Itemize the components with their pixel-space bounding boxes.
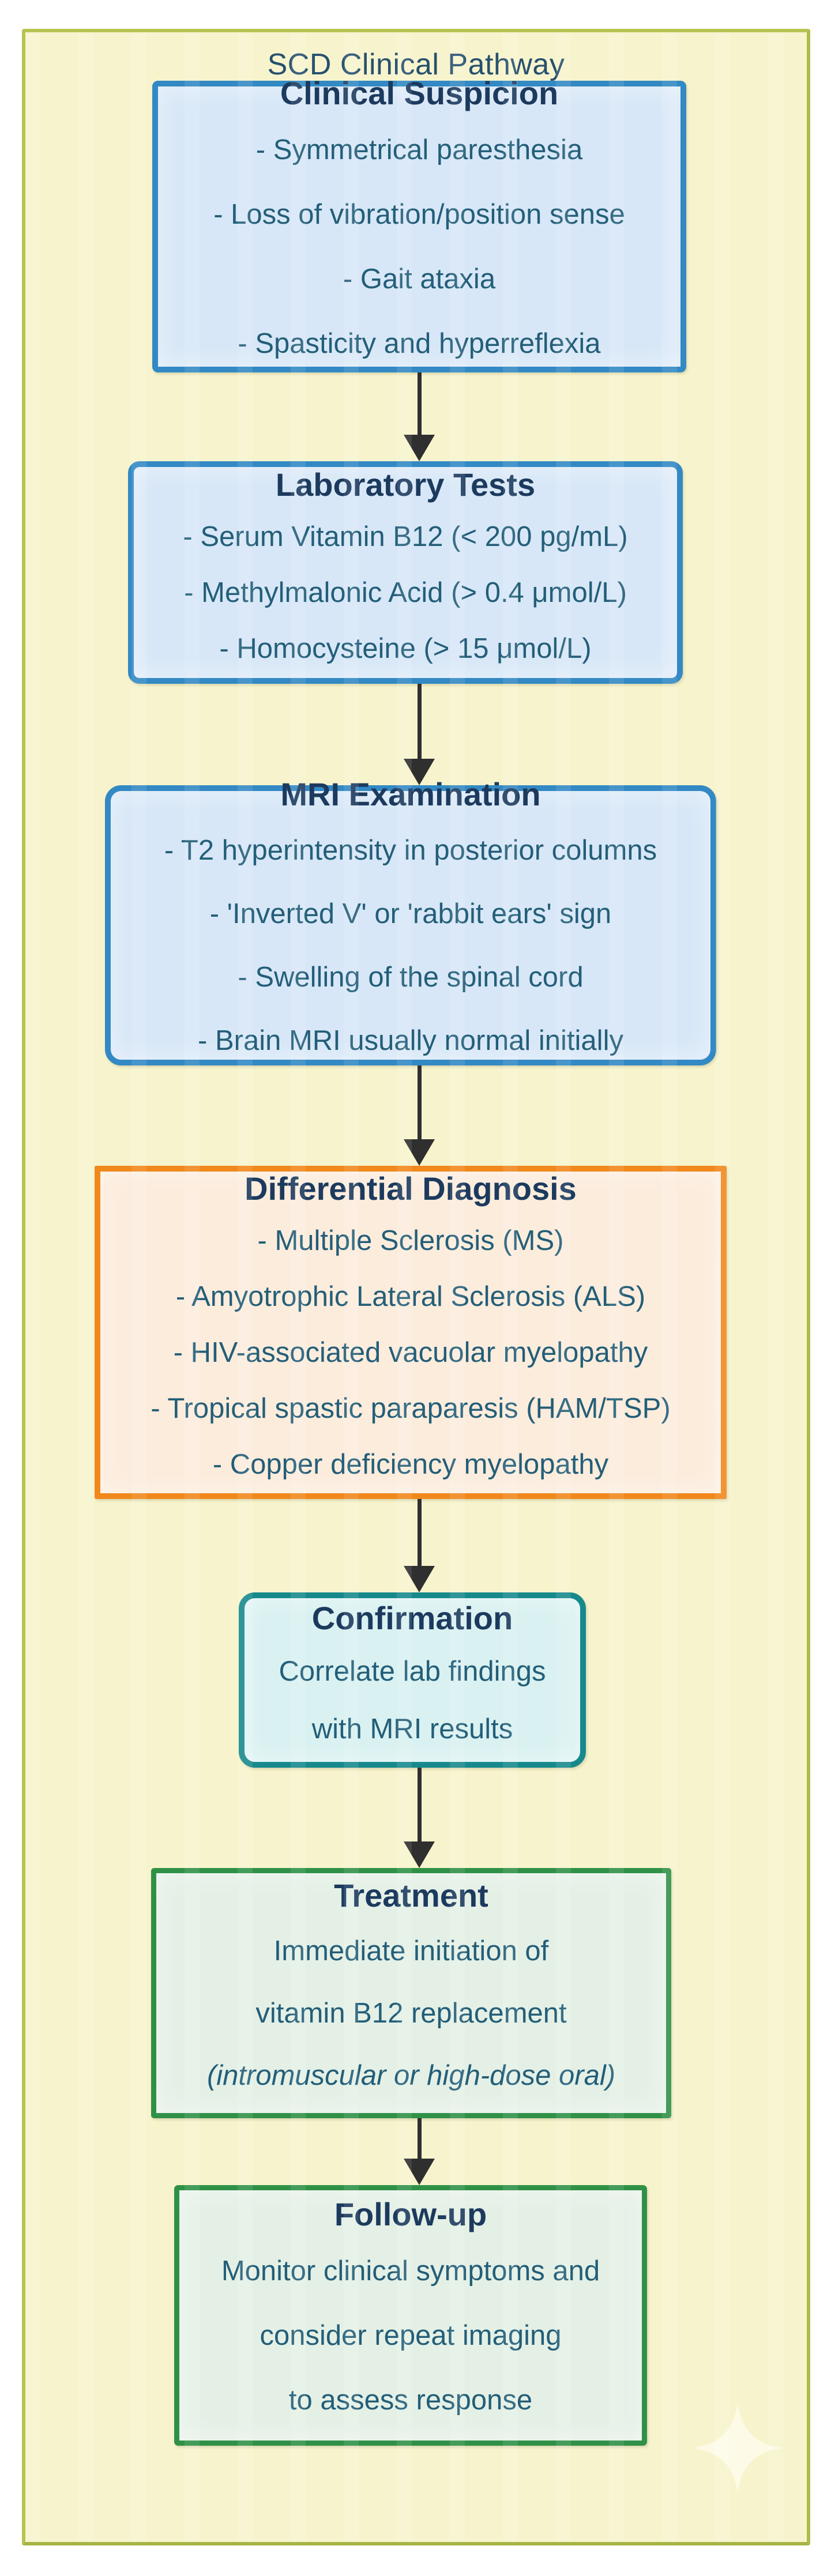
arrow-down-icon	[404, 435, 435, 461]
flow-arrow	[403, 2118, 435, 2185]
box-line: - Methylmalonic Acid (> 0.4 μmol/L)	[184, 577, 627, 608]
flow-arrow	[403, 684, 435, 785]
box-heading: Clinical Suspicion	[280, 75, 559, 111]
flow-arrow	[403, 372, 435, 461]
box-line: consider repeat imaging	[260, 2320, 562, 2351]
arrow-shaft	[417, 372, 422, 435]
box-line: - Gait ataxia	[343, 263, 496, 295]
arrow-shaft	[417, 684, 422, 759]
box-line: - Swelling of the spinal cord	[238, 962, 584, 993]
arrow-shaft	[417, 1065, 422, 1139]
box-line: - Loss of vibration/position sense	[213, 199, 625, 230]
box-line: Monitor clinical symptoms and	[221, 2255, 600, 2287]
box-line: - T2 hyperintensity in posterior columns	[164, 835, 657, 866]
box-line: - Spasticity and hyperreflexia	[238, 328, 601, 359]
box-line: - Multiple Sclerosis (MS)	[257, 1225, 564, 1256]
box-laboratory-tests: Laboratory Tests - Serum Vitamin B12 (< …	[128, 461, 683, 684]
sparkle-icon	[693, 2403, 783, 2493]
arrow-down-icon	[404, 2159, 435, 2185]
box-follow-up: Follow-up Monitor clinical symptoms and …	[174, 2185, 647, 2446]
flow-arrow	[403, 1499, 435, 1592]
box-heading: Confirmation	[311, 1600, 513, 1636]
arrow-down-icon	[404, 1841, 435, 1868]
box-line: (intromuscular or high-dose oral)	[206, 2060, 616, 2091]
box-line: with MRI results	[311, 1713, 513, 1745]
arrow-down-icon	[404, 1139, 435, 1166]
arrow-shaft	[417, 1768, 422, 1841]
arrow-shaft	[417, 1499, 422, 1566]
box-heading: Treatment	[334, 1877, 488, 1914]
box-line: to assess response	[288, 2385, 533, 2416]
arrow-down-icon	[404, 759, 435, 785]
box-line: - Homocysteine (> 15 μmol/L)	[219, 632, 592, 664]
box-differential-diagnosis: Differential Diagnosis - Multiple Sclero…	[95, 1166, 727, 1499]
page-title: SCD Clinical Pathway	[267, 48, 565, 81]
box-line: - Copper deficiency myelopathy	[212, 1448, 609, 1480]
box-mri-examination: MRI Examination - T2 hyperintensity in p…	[105, 778, 716, 1065]
box-line: Correlate lab findings	[279, 1656, 546, 1687]
box-line: Immediate initiation of	[273, 1935, 549, 1967]
box-clinical-suspicion: Clinical Suspicion - Symmetrical paresth…	[152, 77, 686, 372]
box-heading: Follow-up	[334, 2196, 487, 2232]
box-line: - 'Inverted V' or 'rabbit ears' sign	[209, 898, 612, 929]
box-line: - Amyotrophic Lateral Sclerosis (ALS)	[175, 1281, 646, 1312]
box-line: - Symmetrical paresthesia	[255, 134, 583, 165]
box-line: - Tropical spastic paraparesis (HAM/TSP)	[151, 1392, 671, 1424]
arrow-down-icon	[404, 1566, 435, 1592]
box-line: - HIV-associated vacuolar myelopathy	[173, 1336, 648, 1368]
box-line: - Serum Vitamin B12 (< 200 pg/mL)	[183, 521, 628, 552]
box-heading: Laboratory Tests	[275, 466, 536, 503]
arrow-shaft	[417, 2118, 422, 2159]
box-line: vitamin B12 replacement	[255, 1998, 567, 2029]
box-heading: Differential Diagnosis	[245, 1170, 577, 1207]
flow-arrow	[403, 1768, 435, 1868]
box-treatment: Treatment Immediate initiation of vitami…	[151, 1868, 671, 2118]
box-confirmation: Confirmation Correlate lab findings with…	[239, 1592, 586, 1768]
box-heading: MRI Examination	[280, 776, 541, 812]
pathway-canvas: SCD Clinical Pathway Clinical Suspicion …	[22, 29, 810, 2545]
flow-arrow	[403, 1065, 435, 1166]
box-line: - Brain MRI usually normal initially	[198, 1025, 623, 1056]
